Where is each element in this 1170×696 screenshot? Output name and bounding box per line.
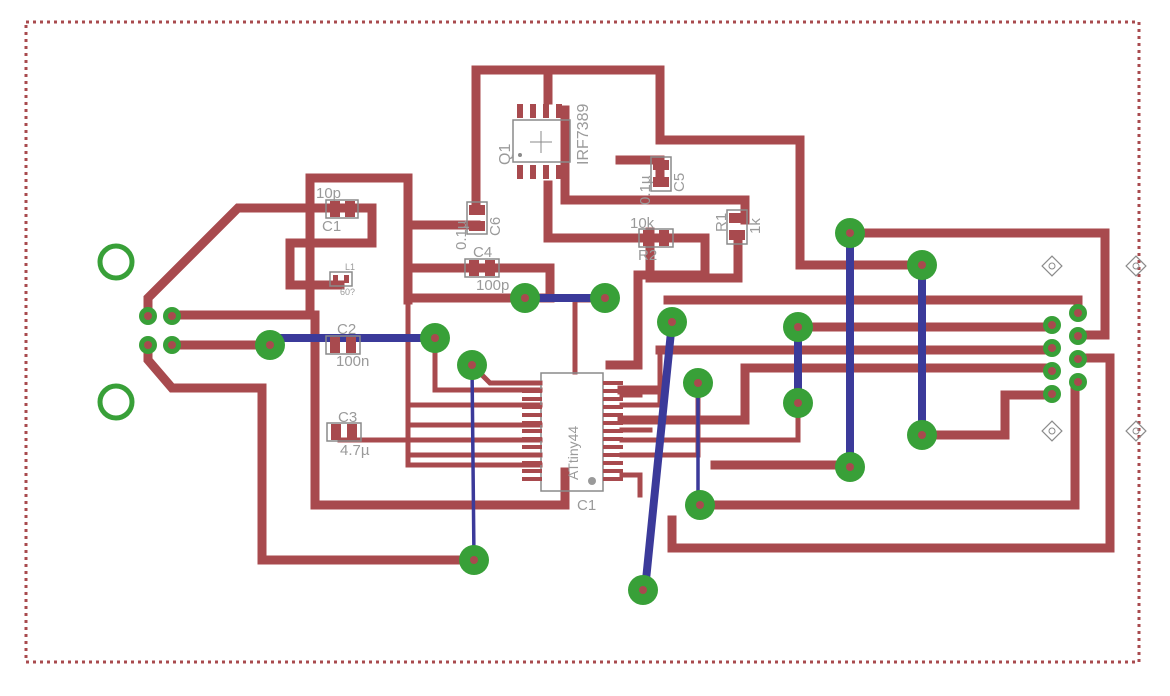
fiducial-marker [1125,420,1147,442]
c3-capacitor: C3 4.7µ [326,409,370,459]
ic1-ref-label: C1 [577,497,596,514]
via [907,250,937,280]
header-pin [1069,350,1087,368]
via [835,452,865,482]
r1-value-label: 1k [747,218,764,234]
via [783,388,813,418]
header-pin [1043,316,1061,334]
c3-name-label: C3 [338,409,357,426]
fiducial-marker [1041,255,1063,277]
vias [255,218,937,605]
c6-capacitor: C6 0.1µ [453,201,504,250]
right-header [1043,304,1087,403]
c2-name-label: C2 [337,321,356,338]
c5-name-label: C5 [671,173,688,192]
r1-resistor: R1 1k [713,209,764,245]
board-outline [24,20,1141,664]
q1-value-label: IRF7389 [575,104,592,165]
header-pin [1069,373,1087,391]
header-pin [1043,362,1061,380]
via [459,545,489,575]
fiducial-marker [1125,255,1147,277]
left-connector [97,243,181,421]
c4-capacitor: C4 100p [464,244,509,294]
c2-value-label: 100n [336,353,369,370]
connector-pad [163,307,181,325]
fiducial-marker [1041,420,1063,442]
via [835,218,865,248]
r2-value-label: 10k [630,215,655,232]
connector-pad [163,336,181,354]
via [255,330,285,360]
c6-name-label: C6 [487,217,504,236]
c4-name-label: C4 [473,244,492,261]
via [783,312,813,342]
r1-name-label: R1 [713,213,730,232]
connector-pad [139,307,157,325]
c6-value-label: 0.1µ [453,220,470,250]
q1-name-label: Q1 [497,144,514,165]
c5-capacitor: C5 0.1µ [637,156,688,205]
c4-value-label: 100p [476,277,509,294]
c2-capacitor: C2 100n [325,321,369,370]
ic1-microcontroller: ATtiny44 [522,372,623,492]
header-pin [1069,327,1087,345]
r2-name-label: R2 [638,247,657,264]
header-pin [1043,339,1061,357]
mounting-hole [97,243,135,281]
q1-mosfet: Q1 IRF7389 [497,104,592,179]
ic-pins-right [603,381,623,481]
c5-value-label: 0.1µ [637,175,654,205]
ic1-value-label: ATtiny44 [565,426,581,480]
header-pin [1043,385,1061,403]
via [457,350,487,380]
c1-name-label: C1 [322,218,341,235]
mounting-hole [97,383,135,421]
c1-capacitor: 10p C1 [316,185,359,235]
ic-pins-left [522,381,542,481]
c3-value-label: 4.7µ [340,442,370,459]
header-pin [1069,304,1087,322]
top-copper-layer [143,65,1115,565]
via [510,283,540,313]
l1-value-label: 60? [340,287,355,297]
via [657,307,687,337]
l1-name-label: L1 [345,262,355,272]
via [590,283,620,313]
connector-pad [139,336,157,354]
l1-inductor: L1 60? [329,262,355,297]
via [685,490,715,520]
via [420,323,450,353]
r2-resistor: 10k R2 [630,215,674,264]
via [907,420,937,450]
fiducials [1041,255,1147,442]
via [628,575,658,605]
c1-value-label: 10p [316,185,341,202]
via [683,368,713,398]
